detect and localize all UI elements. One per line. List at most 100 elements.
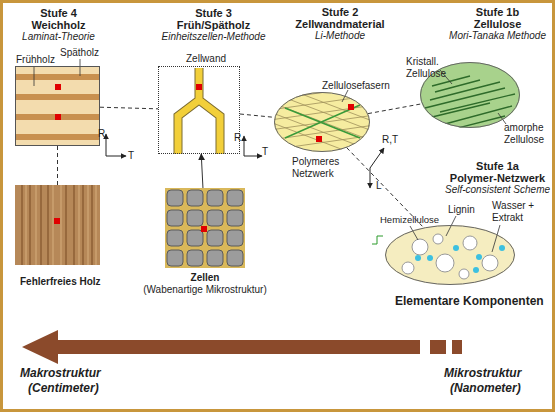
wood-grain (26, 185, 96, 265)
axis-arrow (106, 156, 126, 157)
node-text: Mori-Tanaka Methode (440, 30, 555, 42)
fibre-line (270, 82, 375, 162)
axis-arrow (106, 134, 107, 156)
dashed-connector (347, 148, 424, 228)
component-circle (459, 269, 469, 279)
component-circle (482, 255, 498, 271)
ellipse-border (386, 226, 515, 285)
component-circle (463, 236, 477, 250)
red-mark (348, 104, 354, 110)
node-heading: Stufe 1a (440, 160, 555, 172)
axis-arrow (244, 136, 245, 156)
label: (Nanometer) (450, 381, 521, 395)
step-symbol (372, 236, 383, 244)
scale-arrow (22, 330, 420, 364)
red-mark (55, 114, 61, 120)
label: Makrostruktur (20, 366, 101, 380)
node-text: Self-consistent Scheme (440, 184, 555, 196)
cell-wall-material (274, 92, 370, 152)
node-text: Polymer-Netzwerk (440, 172, 555, 184)
components (402, 234, 505, 279)
ellipse-outline (274, 92, 370, 152)
cell-pattern (165, 188, 245, 268)
wood-photo (15, 185, 100, 265)
red-mark (55, 84, 61, 90)
node-text: Früh/Spätholz (151, 19, 276, 31)
leader-line (80, 59, 81, 76)
latewood-band (15, 134, 100, 140)
node-text: Wasser + Extrakt (492, 200, 538, 224)
label: Spätholz (60, 47, 99, 59)
node-text: Laminat-Theorie (11, 31, 106, 43)
node-text: Weichholz (11, 19, 106, 31)
node-heading: Stufe 2 (290, 6, 390, 18)
arrow-connector (201, 154, 203, 188)
label: (Centimeter) (28, 381, 99, 395)
label: Mikrostruktur (444, 366, 521, 380)
red-mark (316, 136, 322, 142)
label: Frühholz (16, 54, 55, 66)
cell-wall-ellipse: Stufe 2ZellwandmaterialLi-MethodeZellulo… (274, 92, 370, 152)
dashed-connector (240, 114, 275, 117)
scale-dash (452, 340, 462, 354)
axis-arrow (244, 156, 262, 157)
water-dot (499, 245, 505, 251)
laminate-box: Stufe 4WeichholzLaminat-Theorie (15, 66, 100, 146)
component-circle (402, 262, 414, 274)
fibre-highlight (285, 105, 360, 138)
label: T (128, 150, 134, 162)
dashed-connector (368, 104, 422, 114)
latewood-band (15, 94, 100, 100)
leader-line (492, 225, 500, 252)
node-text: Zellwand (186, 53, 226, 65)
water-dot (473, 267, 479, 273)
wood-grain (22, 185, 92, 265)
node-text: Polymeres Netzwerk (292, 156, 347, 180)
label: T (262, 146, 268, 158)
water-dot (415, 255, 421, 261)
node-text: Li-Methode (290, 30, 390, 42)
component-circle (433, 234, 443, 244)
crystal-line (425, 76, 515, 130)
unit-cell-box: Stufe 3Früh/SpätholzEinheitszellen-Metho… (158, 66, 240, 154)
red-mark (196, 84, 202, 90)
polymer-network (385, 225, 515, 285)
label: R (98, 128, 105, 140)
fibres (270, 82, 375, 162)
label: R,T (382, 134, 398, 146)
node-text: Kristall. Zellulose (406, 56, 458, 80)
node-heading: Stufe 4 (11, 7, 106, 19)
node-text: Hemizellulose (380, 214, 439, 226)
water-dot (476, 254, 482, 260)
cell-photo (165, 188, 245, 268)
node-text: Zellulose (440, 18, 555, 30)
node-text: Lignin (448, 204, 475, 216)
node-text: Zellulosefasern (322, 80, 390, 92)
latewood-band (15, 74, 100, 80)
component-circle (436, 254, 454, 272)
scale-dash (430, 340, 446, 354)
node-text: (Wabenartige Mikrostruktur) (130, 284, 280, 296)
cell-wall-outline (178, 68, 220, 154)
wood-photo-box: Fehlerfreies Holz (15, 185, 100, 265)
latewood-band (15, 114, 100, 120)
leader-line (34, 66, 35, 86)
polymer-ellipse: Stufe 1aPolymer-NetzwerkSelf-consistent … (385, 225, 515, 285)
cell-photo-box: Zellen(Wabenartige Mikrostruktur) (165, 188, 245, 268)
label: L (376, 180, 382, 192)
label: R (234, 132, 241, 144)
axis-arrow (370, 148, 384, 168)
earlywood-band (15, 66, 100, 146)
ellipse-border (275, 93, 370, 152)
ellipse-outline (385, 225, 515, 285)
node-text: Zellwandmaterial (290, 18, 390, 30)
node-heading: Zellen (130, 272, 280, 284)
dashed-connector (57, 146, 58, 185)
node-heading: Fehlerfreies Holz (20, 276, 101, 288)
node-heading: Stufe 1b (440, 6, 555, 18)
node-text: amorphe Zellulose (504, 122, 550, 146)
node-text: Einheitszellen-Methode (151, 31, 276, 43)
